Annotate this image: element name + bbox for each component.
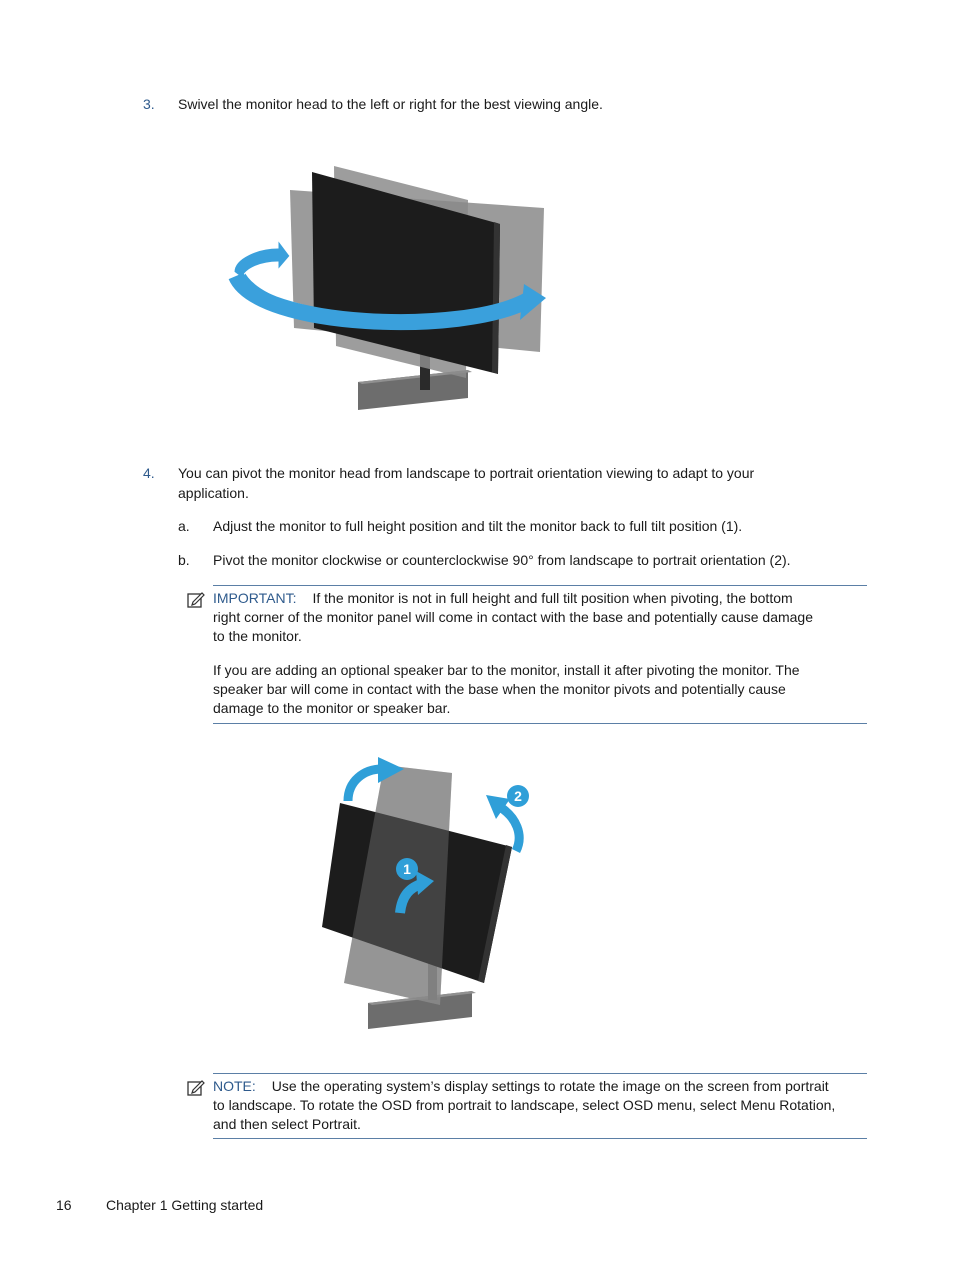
important-bottom-rule bbox=[213, 723, 867, 724]
callout-2 bbox=[507, 785, 529, 807]
page-number: 16 bbox=[56, 1197, 72, 1213]
note-pencil-icon bbox=[186, 1078, 206, 1098]
ui-term-menu-rotation: Menu Rotation bbox=[740, 1097, 832, 1113]
important-paragraph-1: IMPORTANT:If the monitor is not in full … bbox=[213, 590, 814, 644]
note-label: NOTE: bbox=[213, 1078, 256, 1094]
ui-term-osd-menu: OSD menu bbox=[622, 1097, 693, 1113]
svg-text:1: 1 bbox=[403, 861, 411, 877]
step-4-line1: You can pivot the monitor head from land… bbox=[178, 465, 755, 481]
substep-b-letter: b. bbox=[178, 552, 190, 568]
callout-1 bbox=[396, 858, 418, 880]
chapter-title: Chapter 1 Getting started bbox=[106, 1197, 264, 1213]
substep-a-letter: a. bbox=[178, 518, 190, 534]
monitor-panel bbox=[322, 803, 512, 983]
note-bottom-rule bbox=[213, 1138, 867, 1139]
callout-ref-1: (1) bbox=[721, 518, 739, 534]
step-4-line2: application. bbox=[178, 485, 249, 501]
substep-a: Adjust the monitor to full height positi… bbox=[213, 518, 743, 534]
important-paragraph-2: If you are adding an optional speaker ba… bbox=[213, 662, 800, 716]
step-4-number: 4. bbox=[143, 465, 155, 481]
swivel-illustration bbox=[228, 166, 546, 410]
step-3-text: Swivel the monitor head to the left or r… bbox=[178, 96, 603, 112]
important-label: IMPORTANT: bbox=[213, 590, 297, 606]
note-top-rule bbox=[213, 1073, 867, 1074]
swivel-arrow-icon bbox=[233, 238, 291, 279]
note-paragraph: NOTE:Use the operating system’s display … bbox=[213, 1078, 836, 1132]
svg-text:2: 2 bbox=[514, 788, 522, 804]
important-top-rule bbox=[213, 585, 867, 586]
callout-ref-2: (2) bbox=[769, 552, 787, 568]
note-pencil-icon bbox=[186, 590, 206, 610]
pivot-arrow-icon bbox=[343, 764, 383, 802]
substep-b: Pivot the monitor clockwise or countercl… bbox=[213, 552, 791, 568]
ui-term-portrait: Portrait bbox=[311, 1116, 357, 1132]
step-3-number: 3. bbox=[143, 96, 155, 112]
pivot-illustration: 2 1 bbox=[322, 757, 529, 1029]
